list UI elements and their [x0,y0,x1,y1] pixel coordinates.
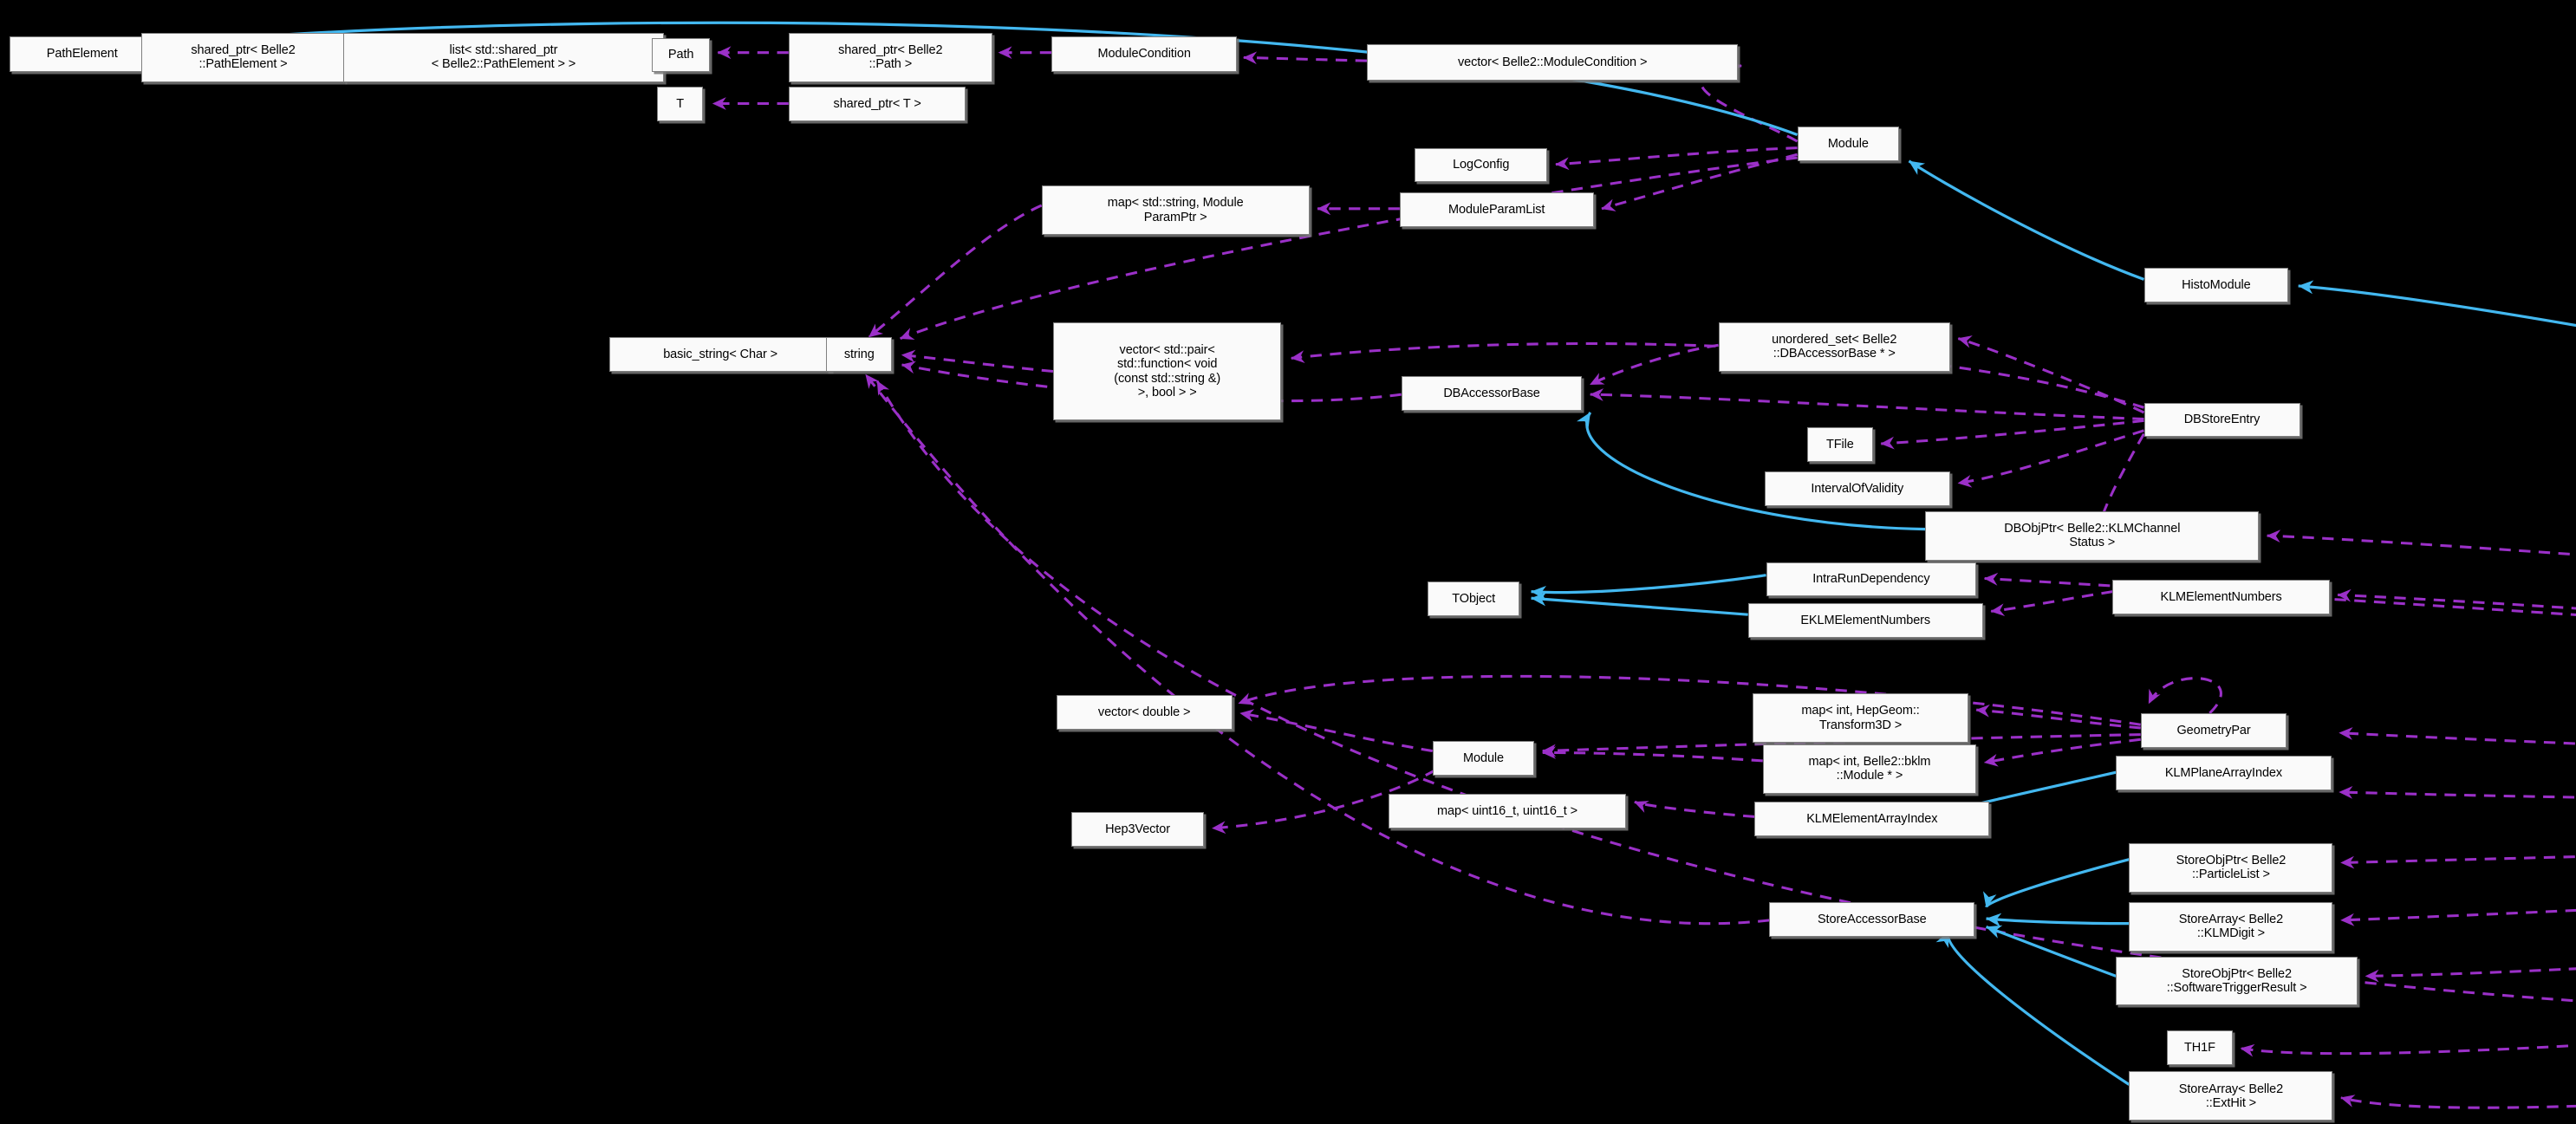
class-node-vector-modulecondition[interactable]: vector< Belle2::ModuleCondition > [1366,44,1739,81]
class-node-th1f[interactable]: TH1F [2167,1030,2233,1065]
class-node-eklmelementnumbers[interactable]: EKLMElementNumbers [1747,602,1983,638]
class-node-shared-ptr-pathelement[interactable]: shared_ptr< Belle2 ::PathElement > [141,32,346,82]
class-node-geometrypar[interactable]: GeometryPar [2140,712,2287,748]
class-node-map-int-bklmmodule[interactable]: map< int, Belle2::bklm ::Module * > [1762,744,1977,794]
class-node-moduleparamlist[interactable]: ModuleParamList [1399,192,1594,227]
class-node-storearray-klmdigit[interactable]: StoreArray< Belle2 ::KLMDigit > [2129,902,2333,952]
class-node-shared-ptr-t[interactable]: shared_ptr< T > [788,87,966,122]
class-node-tobject[interactable]: TObject [1428,581,1520,617]
class-node-hep3vector[interactable]: Hep3Vector [1070,811,1205,847]
class-node-modulecondition[interactable]: ModuleCondition [1051,36,1238,73]
class-node-klmplanearrayindex[interactable]: KLMPlaneArrayIndex [2116,756,2332,791]
class-node-string[interactable]: string [826,336,893,372]
class-node-intrarundependency[interactable]: IntraRunDependency [1766,562,1977,597]
class-node-vector-double[interactable]: vector< double > [1056,695,1233,730]
class-node-module-mid[interactable]: Module [1432,741,1535,776]
class-node-storearray-exthit[interactable]: StoreArray< Belle2 ::ExtHit > [2129,1071,2333,1121]
class-node-pathelement[interactable]: PathElement [10,36,155,73]
class-node-klmelementnumbers-r[interactable]: KLMElementNumbers [2112,580,2330,615]
class-node-module-top[interactable]: Module [1797,127,1900,161]
class-node-shared-ptr-path[interactable]: shared_ptr< Belle2 ::Path > [788,32,992,82]
class-node-klmelementarrayindex[interactable]: KLMElementArrayIndex [1754,802,1990,837]
class-node-path[interactable]: Path [652,37,710,73]
class-node-storeaccessorbase[interactable]: StoreAccessorBase [1769,902,1975,937]
class-node-t[interactable]: T [657,87,704,122]
class-node-tfile[interactable]: TFile [1806,427,1873,462]
class-node-basic-string-char[interactable]: basic_string< Char > [609,336,832,372]
class-node-map-uint16[interactable]: map< uint16_t, uint16_t > [1388,793,1627,828]
class-node-map-int-transform3d[interactable]: map< int, HepGeom:: Transform3D > [1753,693,1968,744]
class-node-unordered-set-dbaccessorbase[interactable]: unordered_set< Belle2 ::DBAccessorBase *… [1718,322,1950,372]
class-node-vector-pair-function[interactable]: vector< std::pair< std::function< void (… [1052,322,1282,421]
class-node-list-shared-ptr-pathelement[interactable]: list< std::shared_ptr < Belle2::PathElem… [343,32,664,82]
class-node-dbstoreentry[interactable]: DBStoreEntry [2143,402,2300,438]
class-node-dbobjptr-klmchannelstatus[interactable]: DBObjPtr< Belle2::KLMChannel Status > [1925,510,2260,561]
class-node-logconfig[interactable]: LogConfig [1414,147,1548,183]
class-node-storeobjptr-softwaretriggerresult[interactable]: StoreObjPtr< Belle2 ::SoftwareTriggerRes… [2116,956,2358,1006]
class-node-dbaccessorbase[interactable]: DBAccessorBase [1401,376,1583,412]
class-node-map-string-moduleparamptr[interactable]: map< std::string, Module ParamPtr > [1041,185,1310,236]
class-node-intervalofvalidity[interactable]: IntervalOfValidity [1764,471,1950,507]
class-node-storeobjptr-particlelist[interactable]: StoreObjPtr< Belle2 ::ParticleList > [2129,842,2333,893]
class-node-histomodule[interactable]: HistoModule [2143,268,2289,302]
